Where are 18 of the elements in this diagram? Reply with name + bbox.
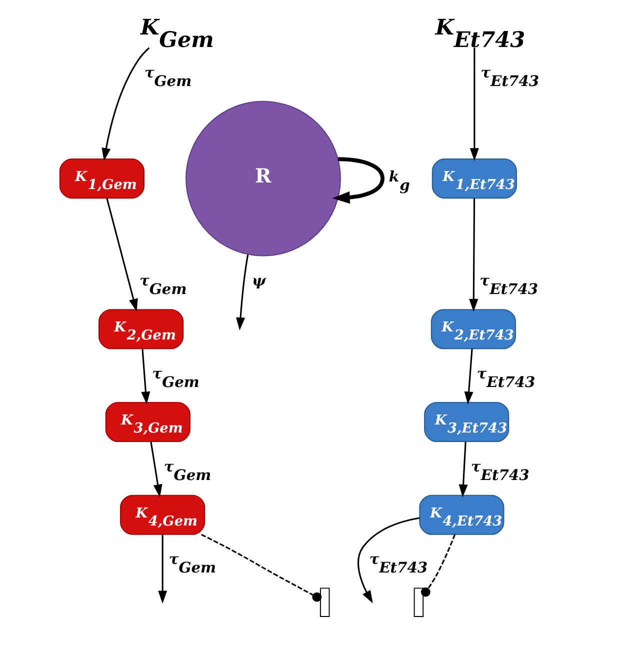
- node-bar: [319, 588, 330, 618]
- arrow: [458, 442, 468, 498]
- connector: [420, 534, 456, 597]
- connector: [200, 534, 322, 602]
- edge-label: ψ: [252, 272, 266, 290]
- arrow: [236, 254, 248, 330]
- node-circle: R: [185, 100, 340, 256]
- arrow: [468, 198, 478, 312]
- arrow: [356, 517, 420, 604]
- node-bar: [413, 588, 424, 618]
- arrow: [464, 348, 473, 405]
- arrow: [106, 198, 138, 312]
- arrow: [332, 157, 384, 204]
- arrow: [101, 47, 150, 162]
- arrow: [140, 348, 150, 405]
- arrow: [158, 534, 167, 604]
- arrow: [150, 442, 162, 498]
- arrow: [469, 48, 478, 161]
